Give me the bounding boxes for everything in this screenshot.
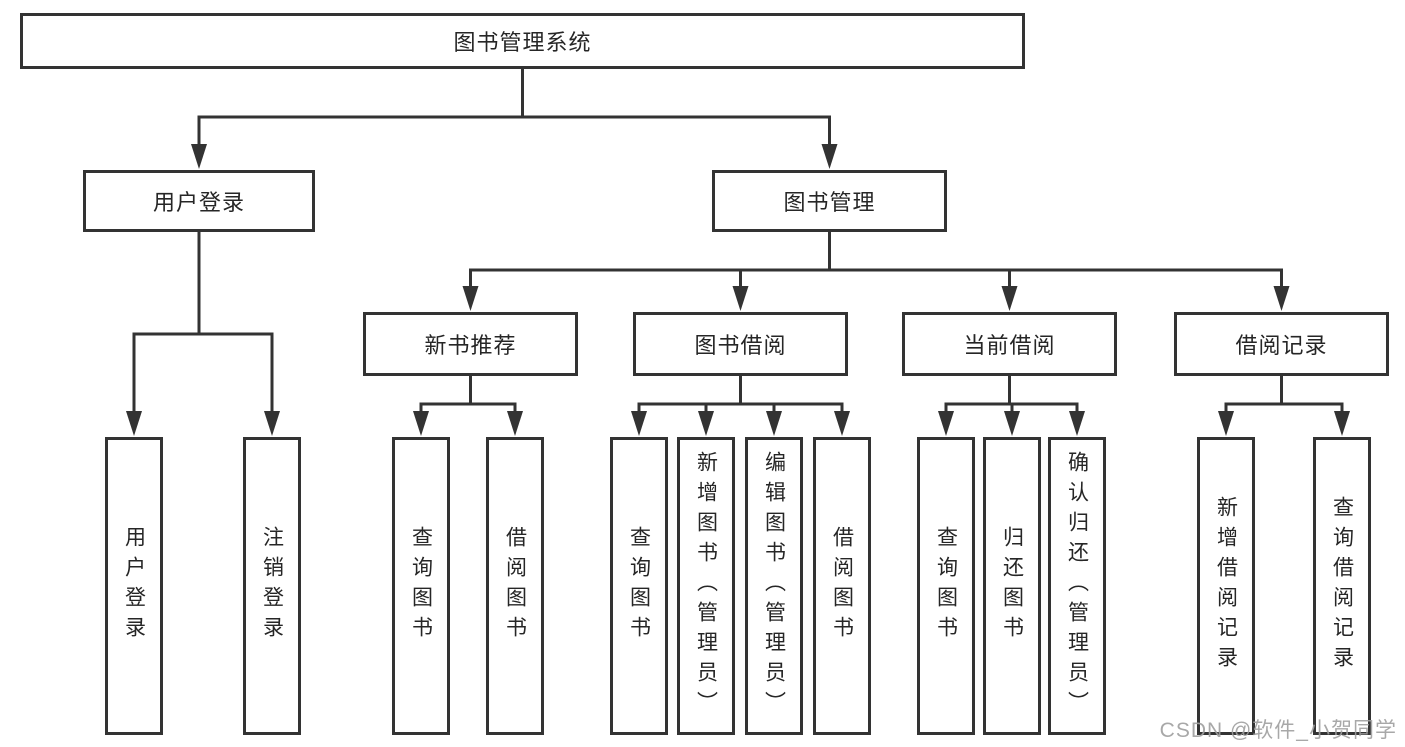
csdn-watermark: CSDN @软件_小贺同学 bbox=[1159, 719, 1397, 742]
node-user-login: 用户登录 bbox=[83, 170, 315, 232]
leaf-add-borrow-record: 新增借阅记录 bbox=[1197, 437, 1255, 735]
node-label: 查询图书 bbox=[627, 526, 651, 646]
leaf-borrow-books-recommend: 借阅图书 bbox=[486, 437, 544, 735]
leaf-add-book-admin: 新增图书（管理员） bbox=[677, 437, 735, 735]
leaf-query-books-recommend: 查询图书 bbox=[392, 437, 450, 735]
node-label: 查询借阅记录 bbox=[1330, 496, 1354, 676]
leaf-edit-book-admin: 编辑图书（管理员） bbox=[745, 437, 803, 735]
node-label: 用户登录 bbox=[152, 190, 245, 215]
node-label: 注销登录 bbox=[260, 526, 284, 646]
node-label: 查询图书 bbox=[934, 526, 958, 646]
node-label: 编辑图书（管理员） bbox=[762, 451, 786, 721]
leaf-query-borrow-record: 查询借阅记录 bbox=[1313, 437, 1371, 735]
leaf-user-login: 用户登录 bbox=[105, 437, 163, 735]
leaf-query-books-borrow: 查询图书 bbox=[610, 437, 668, 735]
node-label: 图书借阅 bbox=[694, 333, 787, 358]
leaf-borrow-books: 借阅图书 bbox=[813, 437, 871, 735]
leaf-return-books: 归还图书 bbox=[983, 437, 1041, 735]
node-label: 新书推荐 bbox=[424, 333, 517, 358]
node-book-management: 图书管理 bbox=[712, 170, 947, 232]
connector-new-book-children bbox=[413, 376, 523, 436]
node-book-borrow: 图书借阅 bbox=[633, 312, 848, 376]
node-label: 用户登录 bbox=[122, 526, 146, 646]
node-label: 归还图书 bbox=[1000, 526, 1024, 646]
node-label: 图书管理 bbox=[783, 190, 876, 215]
node-label: 当前借阅 bbox=[963, 333, 1056, 358]
node-label: 新增借阅记录 bbox=[1214, 496, 1238, 676]
node-label: 图书管理系统 bbox=[453, 30, 592, 55]
node-new-book-recommend: 新书推荐 bbox=[363, 312, 578, 376]
leaf-query-books-current: 查询图书 bbox=[917, 437, 975, 735]
connector-book-management-children bbox=[462, 232, 1290, 311]
node-borrow-records: 借阅记录 bbox=[1174, 312, 1389, 376]
node-label: 确认归还（管理员） bbox=[1065, 451, 1089, 721]
node-system-title: 图书管理系统 bbox=[20, 13, 1025, 69]
node-current-borrow: 当前借阅 bbox=[902, 312, 1117, 376]
connector-book-borrow-children bbox=[631, 376, 850, 436]
connector-user-login-children bbox=[126, 232, 280, 436]
node-label: 新增图书（管理员） bbox=[694, 451, 718, 721]
leaf-logout: 注销登录 bbox=[243, 437, 301, 735]
leaf-confirm-return-admin: 确认归还（管理员） bbox=[1048, 437, 1106, 735]
connector-current-borrow-children bbox=[938, 376, 1085, 436]
node-label: 借阅记录 bbox=[1235, 333, 1328, 358]
node-label: 借阅图书 bbox=[503, 526, 527, 646]
node-label: 查询图书 bbox=[409, 526, 433, 646]
node-label: 借阅图书 bbox=[830, 526, 854, 646]
connector-root-to-level2 bbox=[191, 69, 838, 169]
connector-borrow-records-children bbox=[1218, 376, 1350, 436]
